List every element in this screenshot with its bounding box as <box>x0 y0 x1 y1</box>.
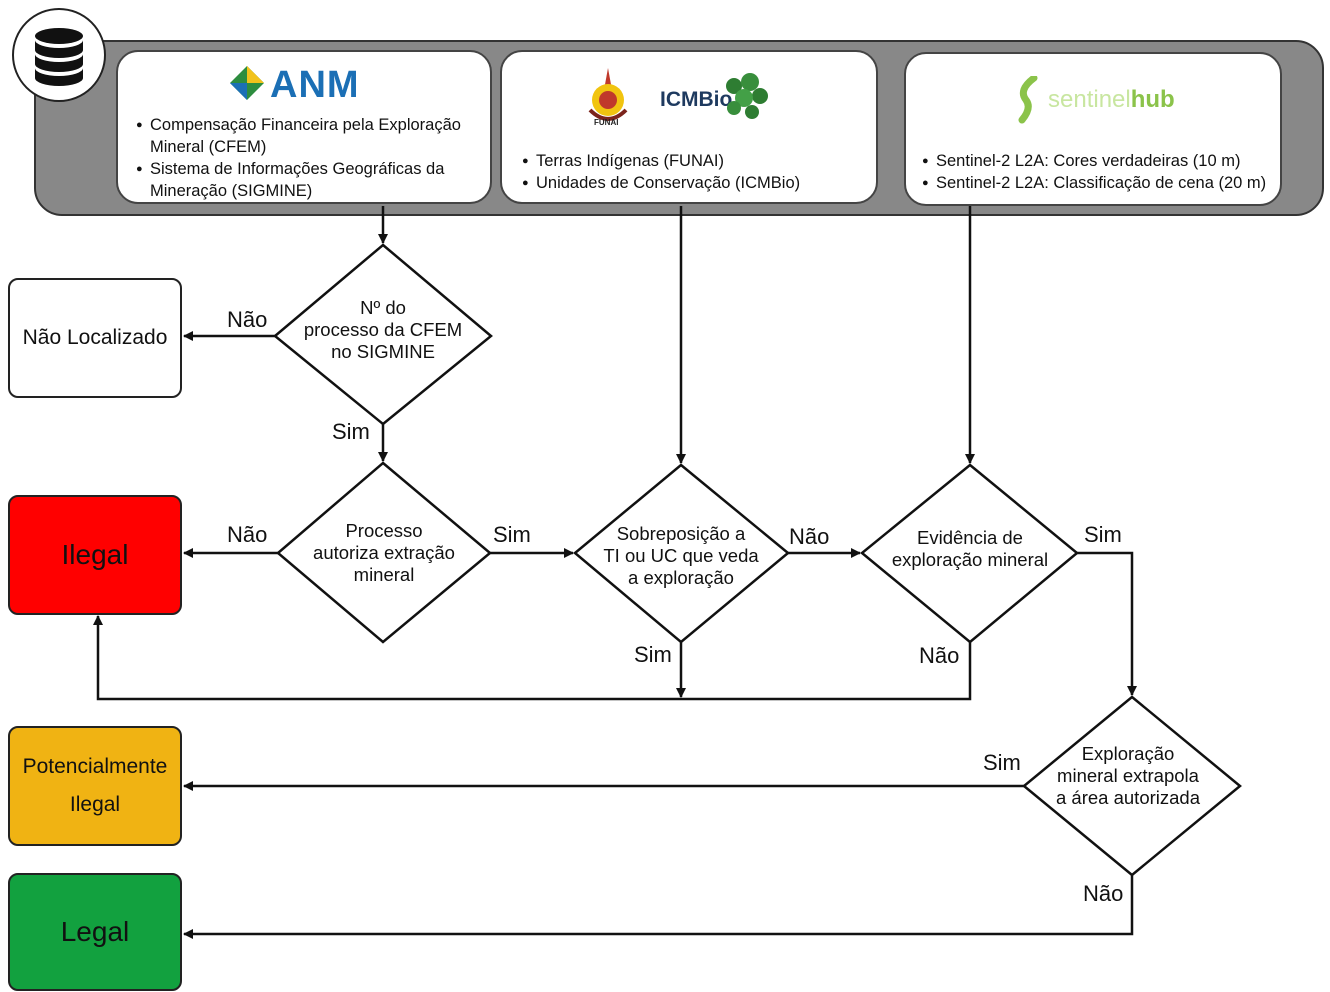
sentinel-hub-swirl-icon <box>1018 76 1038 124</box>
outcome-potencialmente-label-2: Ilegal <box>69 793 121 816</box>
d4-line2: exploração mineral <box>891 549 1049 570</box>
decision-d1-text: Nº do processo da CFEM no SIGMINE <box>283 297 483 363</box>
label-d5-yes: Sim <box>983 750 1021 775</box>
decision-d5-shape <box>1022 695 1242 877</box>
funai-logo: FUNAI <box>584 66 632 130</box>
sentinel-logo-text: sentinelhub <box>1048 86 1175 114</box>
bullet-cfem: Compensação Financeira pela Exploração M… <box>136 114 476 158</box>
bullet-cores-verdadeiras: Sentinel-2 L2A: Cores verdadeiras (10 m) <box>922 150 1272 172</box>
outcome-potencialmente-ilegal: Potencialmente Ilegal <box>8 726 182 846</box>
d1-line2: processo da CFEM <box>303 319 463 340</box>
icmbio-logo: ICMBio <box>660 72 772 128</box>
sentinel-logo-text-b: hub <box>1130 86 1175 113</box>
outcome-nao-localizado-label: Não Localizado <box>22 326 168 349</box>
decision-d4-shape <box>860 463 1079 644</box>
database-icon <box>12 8 106 102</box>
sentinel-hub-logo: sentinelhub <box>1016 76 1206 126</box>
d3-line1: Sobreposição a <box>616 523 746 544</box>
decision-d2-shape <box>276 461 492 644</box>
d4-line1: Evidência de <box>917 527 1023 548</box>
sentinel-hub-source-card: sentinelhub Sentinel-2 L2A: Cores verdad… <box>904 52 1282 206</box>
label-d3-yes: Sim <box>634 642 672 667</box>
label-d5-no: Não <box>1083 881 1124 906</box>
d3-line3: a exploração <box>628 567 734 588</box>
label-d2-yes: Sim <box>493 522 531 547</box>
anm-logo: ANM <box>226 62 386 106</box>
label-d2-no: Não <box>227 522 268 547</box>
anm-source-card: ANM Compensação Financeira pela Exploraç… <box>116 50 492 204</box>
funai-emblem-icon <box>588 68 628 121</box>
d1-line1: Nº do <box>360 297 406 318</box>
decision-d1-shape <box>273 243 493 426</box>
label-d3-no: Não <box>789 524 830 549</box>
anm-diamond-icon <box>230 66 264 100</box>
bullet-unidades-conservacao: Unidades de Conservação (ICMBio) <box>522 172 862 194</box>
d1-line3: no SIGMINE <box>331 341 435 362</box>
decision-d5-text: Exploração mineral extrapola a área auto… <box>1028 743 1228 809</box>
icmbio-leaf-icon <box>726 73 768 119</box>
d2-line1: Processo <box>345 520 423 541</box>
funai-icmbio-source-card: FUNAI ICMBio Terras Indígenas (FUNAI) Un… <box>500 50 878 204</box>
outcome-legal: Legal <box>8 873 182 991</box>
outcome-ilegal-label: Ilegal <box>61 539 129 570</box>
label-d1-no: Não <box>227 307 268 332</box>
bullet-classificacao-cena: Sentinel-2 L2A: Classificação de cena (2… <box>922 172 1272 194</box>
edge-d4-no-to-ilegal <box>93 615 972 701</box>
icmbio-logo-text: ICMBio <box>660 88 733 111</box>
edge-d4-yes <box>1077 551 1137 696</box>
sentinel-logo-text-a: sentinel <box>1048 86 1131 113</box>
d3-line2: TI ou UC que veda <box>603 545 759 566</box>
label-d1-yes: Sim <box>332 419 370 444</box>
d2-line2: autoriza extração <box>313 542 455 563</box>
d5-line1: Exploração <box>1081 743 1175 764</box>
label-d4-no: Não <box>919 643 960 668</box>
bullet-sigmine: Sistema de Informações Geográficas da Mi… <box>136 158 476 202</box>
outcome-nao-localizado: Não Localizado <box>8 278 182 398</box>
anm-logo-text: ANM <box>270 64 360 106</box>
outcome-legal-label: Legal <box>60 916 130 947</box>
decision-d3-text: Sobreposição a TI ou UC que veda a explo… <box>581 523 781 589</box>
decision-d2-text: Processo autoriza extração mineral <box>284 520 484 586</box>
funai-logo-text: FUNAI <box>594 118 619 127</box>
d5-line2: mineral extrapola <box>1057 765 1199 786</box>
d2-line3: mineral <box>353 564 415 585</box>
d5-line3: a área autorizada <box>1056 787 1200 808</box>
outcome-ilegal: Ilegal <box>8 495 182 615</box>
outcome-potencialmente-label-1: Potencialmente <box>22 755 168 778</box>
decision-d3-shape <box>573 463 790 644</box>
bullet-terras-indigenas: Terras Indígenas (FUNAI) <box>522 150 862 172</box>
edge-d5-no <box>183 875 1134 939</box>
label-d4-yes: Sim <box>1084 522 1122 547</box>
decision-d4-text: Evidência de exploração mineral <box>870 527 1070 571</box>
